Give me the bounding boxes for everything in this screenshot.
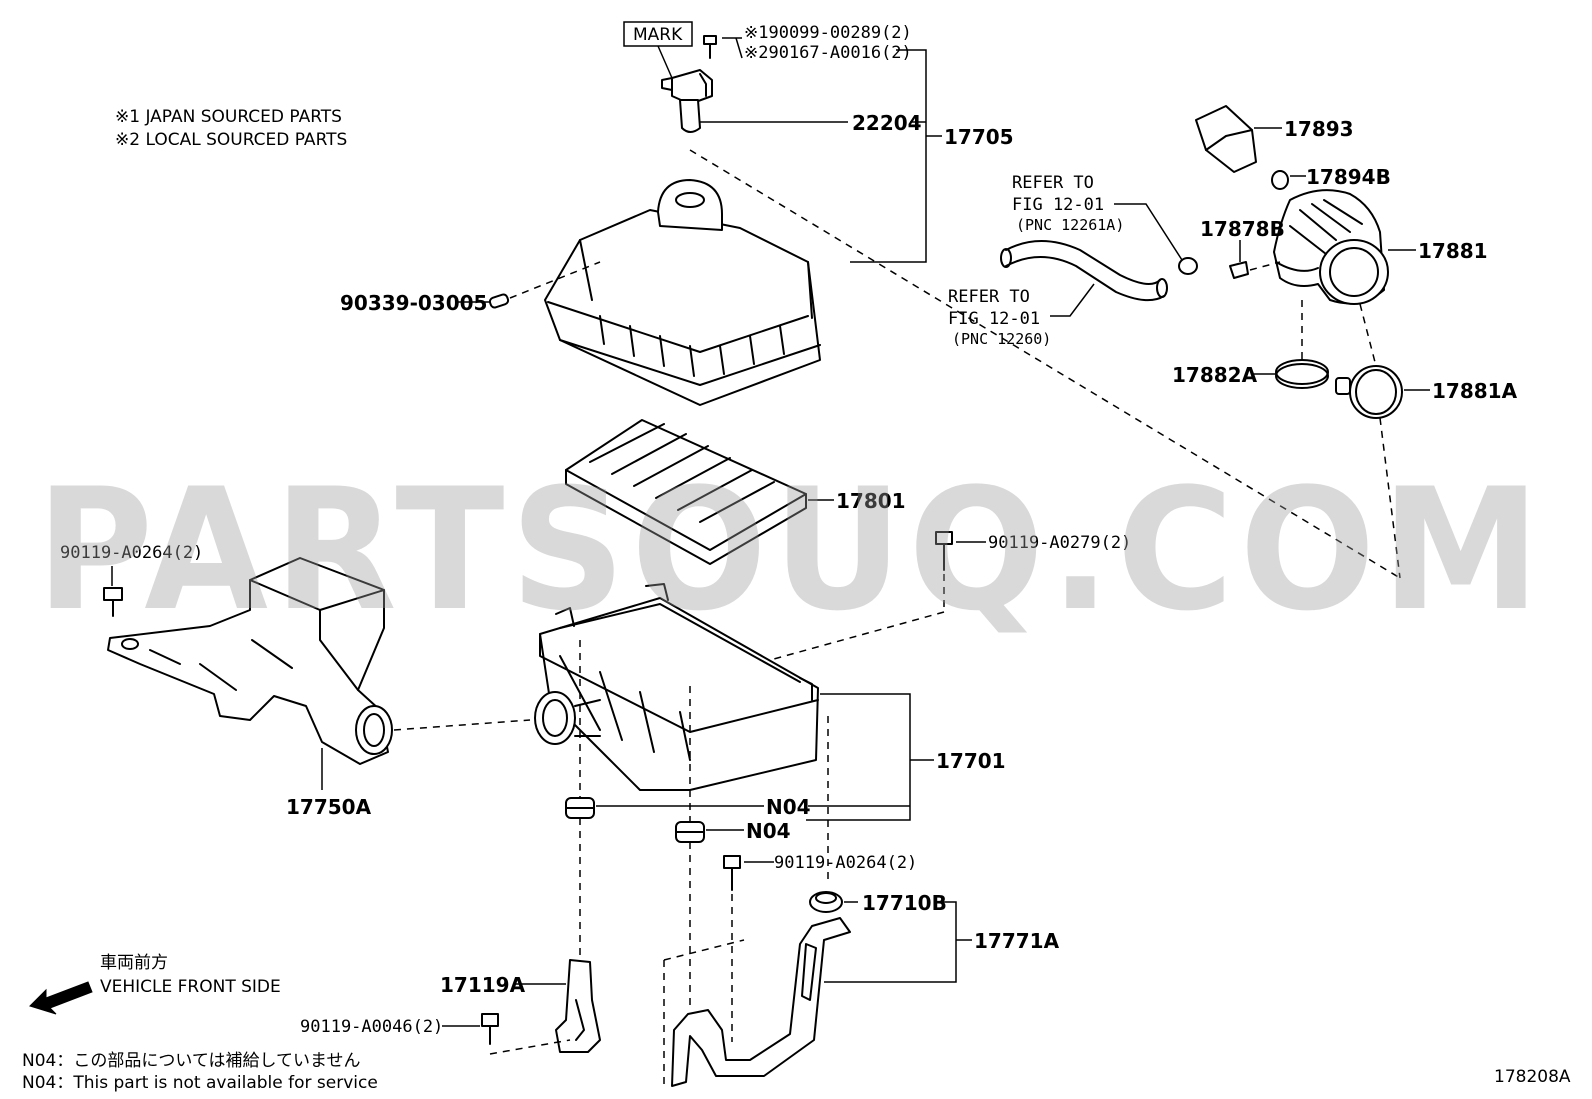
note-japan-sourced: ※1 JAPAN SOURCED PARTS bbox=[115, 107, 342, 127]
arrow-left-icon bbox=[29, 981, 93, 1015]
ref1-line1: REFER TO bbox=[1012, 173, 1094, 193]
label-90339-03005: 90339-03005 bbox=[340, 291, 487, 315]
part-17705-air-cleaner-cap[interactable] bbox=[544, 179, 821, 406]
label-90119-A0264-mid: 90119-A0264(2) bbox=[774, 853, 917, 873]
part-17750A-inlet-duct[interactable] bbox=[107, 557, 393, 765]
hose-clamp-icon bbox=[1178, 257, 1198, 275]
label-n04-2: N04 bbox=[746, 819, 791, 843]
bolt-icon bbox=[723, 855, 741, 891]
label-17801: 17801 bbox=[836, 489, 906, 513]
hose-pnc-12260 bbox=[1000, 240, 1168, 302]
label-17894B: 17894B bbox=[1306, 165, 1391, 189]
mark-label: MARK bbox=[633, 25, 683, 45]
label-17881: 17881 bbox=[1418, 239, 1488, 263]
label-17705: 17705 bbox=[944, 125, 1014, 149]
ref2-line1: REFER TO bbox=[948, 287, 1030, 307]
label-17701: 17701 bbox=[936, 749, 1006, 773]
label-17119A: 17119A bbox=[440, 973, 526, 997]
part-17893-resonator[interactable] bbox=[1195, 105, 1257, 173]
part-17119A-bracket[interactable] bbox=[555, 959, 601, 1053]
footnote-en: N04：This part is not available for servi… bbox=[22, 1073, 378, 1093]
watermark: PARTSOUQ.COM bbox=[36, 452, 1546, 648]
footnote-jp: N04：この部品については補給していません bbox=[22, 1051, 360, 1071]
mark-box bbox=[623, 21, 693, 47]
part-17771A-bracket[interactable] bbox=[671, 917, 851, 1087]
label-17881A: 17881A bbox=[1432, 379, 1518, 403]
part-17881-intake-hose[interactable] bbox=[1273, 189, 1389, 305]
figure-code: 178208A bbox=[1494, 1067, 1571, 1087]
part-17878B-union[interactable] bbox=[1229, 261, 1249, 279]
front-side-jp: 車両前方 bbox=[100, 953, 168, 973]
bolt-icon bbox=[481, 1013, 499, 1045]
part-22204-airflow-meter[interactable] bbox=[661, 69, 713, 133]
label-90119-A0046: 90119-A0046(2) bbox=[300, 1017, 443, 1037]
note-local-sourced: ※2 LOCAL SOURCED PARTS bbox=[115, 130, 347, 150]
label-17710B: 17710B bbox=[862, 891, 947, 915]
label-17893: 17893 bbox=[1284, 117, 1354, 141]
label-17750A: 17750A bbox=[286, 795, 372, 819]
part-n04-rubber-2[interactable] bbox=[675, 821, 705, 843]
label-17882A: 17882A bbox=[1172, 363, 1258, 387]
front-side-en: VEHICLE FRONT SIDE bbox=[100, 977, 281, 997]
part-90339-03005-clip[interactable] bbox=[488, 293, 510, 309]
part-17801-air-filter-element[interactable] bbox=[565, 419, 807, 565]
part-17882A-clamp[interactable] bbox=[1275, 359, 1329, 389]
label-17771A: 17771A bbox=[974, 929, 1060, 953]
bolt-icon bbox=[103, 587, 123, 617]
part-17710B-grommet[interactable] bbox=[809, 891, 843, 913]
label-17878B: 17878B bbox=[1200, 217, 1285, 241]
part-17881A-clamp[interactable] bbox=[1335, 365, 1403, 419]
label-190099-00289: ※190099-00289(2) bbox=[744, 23, 912, 43]
label-90119-A0279: 90119-A0279(2) bbox=[988, 533, 1131, 553]
label-290167-A0016: ※290167-A0016(2) bbox=[744, 43, 912, 63]
screw-icon bbox=[703, 35, 717, 59]
ref1-line2: FIG 12-01 bbox=[1012, 195, 1104, 215]
label-n04-1: N04 bbox=[766, 795, 811, 819]
ref2-line2: FIG 12-01 bbox=[948, 309, 1040, 329]
label-90119-A0264-top: 90119-A0264(2) bbox=[60, 543, 203, 563]
bolt-icon bbox=[935, 531, 953, 571]
ref1-line3: (PNC 12261A) bbox=[1016, 216, 1124, 234]
part-n04-rubber-1[interactable] bbox=[565, 797, 595, 819]
label-22204: 22204 bbox=[852, 111, 922, 135]
ref2-line3: (PNC 12260) bbox=[952, 330, 1051, 348]
part-17894B-grommet[interactable] bbox=[1271, 170, 1289, 190]
